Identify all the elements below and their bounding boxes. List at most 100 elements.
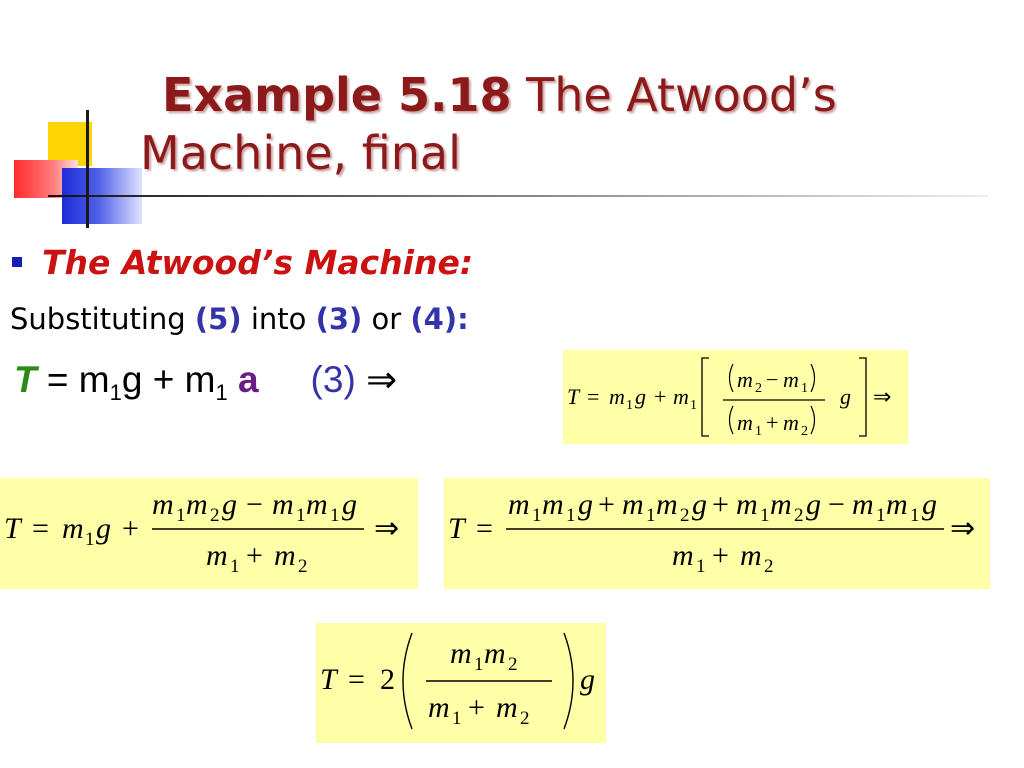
svg-text:m: m xyxy=(737,367,753,392)
t-variable: T xyxy=(14,359,37,400)
svg-text:g: g xyxy=(635,384,646,409)
svg-text:2: 2 xyxy=(801,424,808,439)
svg-text:1: 1 xyxy=(626,398,633,413)
svg-text:m: m xyxy=(274,539,296,572)
title-subject: The Atwood’s Machine, final xyxy=(140,68,837,180)
svg-text:+: + xyxy=(654,384,666,409)
svg-text:+: + xyxy=(122,512,139,545)
svg-text:1: 1 xyxy=(452,708,462,729)
svg-text:⇒: ⇒ xyxy=(873,384,891,409)
svg-text:m: m xyxy=(186,488,208,521)
svg-text:−: − xyxy=(828,488,845,521)
svg-text:−: − xyxy=(246,488,263,521)
svg-text:1: 1 xyxy=(876,505,886,526)
subst-text-1: Substituting xyxy=(10,302,186,336)
svg-text:T: T xyxy=(4,512,23,545)
svg-text:g: g xyxy=(580,663,595,696)
svg-text:m: m xyxy=(496,691,518,724)
svg-text:m: m xyxy=(272,488,294,521)
a-variable: a xyxy=(237,359,259,400)
svg-text:2: 2 xyxy=(210,505,220,526)
svg-text:2: 2 xyxy=(298,556,308,577)
slide-title: Example 5.18 The Atwood’s Machine, final xyxy=(140,66,1000,182)
svg-text:T: T xyxy=(567,384,581,409)
svg-text:=: = xyxy=(32,512,49,545)
svg-text:+: + xyxy=(712,488,729,521)
svg-text:m: m xyxy=(783,410,799,435)
svg-text:m: m xyxy=(672,539,694,572)
svg-text:2: 2 xyxy=(508,654,518,675)
svg-text:1: 1 xyxy=(296,505,306,526)
subst-text-3: or xyxy=(371,302,402,336)
svg-text:m: m xyxy=(62,512,84,545)
svg-text:m: m xyxy=(508,488,530,521)
t-eq-m: = m xyxy=(36,359,110,400)
svg-text:2: 2 xyxy=(794,505,804,526)
svg-text:g: g xyxy=(840,384,851,409)
svg-text:m: m xyxy=(886,488,908,521)
svg-text:2: 2 xyxy=(380,663,395,696)
substitution-line: Substituting (5) into (3) or (4): xyxy=(10,302,469,336)
svg-text:1: 1 xyxy=(760,505,770,526)
svg-text:m: m xyxy=(656,488,678,521)
svg-text:m: m xyxy=(206,539,228,572)
implies-arrow-icon: ⇒ xyxy=(366,359,398,400)
subst-ref-4: (4): xyxy=(410,302,469,336)
svg-text:m: m xyxy=(428,691,450,724)
svg-text:g: g xyxy=(342,488,357,521)
svg-text:1: 1 xyxy=(176,505,186,526)
svg-text:m: m xyxy=(622,488,644,521)
svg-text:2: 2 xyxy=(520,708,530,729)
svg-text:m: m xyxy=(736,488,758,521)
svg-text:1: 1 xyxy=(532,505,542,526)
svg-text:m: m xyxy=(770,488,792,521)
svg-text:m: m xyxy=(484,637,506,670)
svg-text:g: g xyxy=(692,488,707,521)
svg-text:m: m xyxy=(783,367,799,392)
svg-text:m: m xyxy=(737,410,753,435)
svg-text:m: m xyxy=(450,637,472,670)
svg-text:2: 2 xyxy=(680,505,690,526)
svg-text:T: T xyxy=(320,663,339,696)
svg-text:1: 1 xyxy=(801,381,808,396)
svg-text:m: m xyxy=(852,488,874,521)
t-sub-2: 1 xyxy=(215,380,228,405)
svg-text:g: g xyxy=(222,488,237,521)
svg-text:+: + xyxy=(766,410,778,435)
svg-text:1: 1 xyxy=(474,654,484,675)
svg-text:=: = xyxy=(587,384,599,409)
svg-text:1: 1 xyxy=(330,505,340,526)
svg-text:m: m xyxy=(673,384,689,409)
svg-text:2: 2 xyxy=(764,556,774,577)
svg-text:g: g xyxy=(922,488,937,521)
svg-text:1: 1 xyxy=(566,505,576,526)
svg-text:g: g xyxy=(578,488,593,521)
svg-text:⇒: ⇒ xyxy=(374,512,399,545)
bullet-square-icon xyxy=(12,257,22,267)
svg-text:+: + xyxy=(712,539,729,572)
svg-text:m: m xyxy=(152,488,174,521)
svg-text:g: g xyxy=(96,512,111,545)
subst-ref-3: (3) xyxy=(315,302,363,336)
svg-text:+: + xyxy=(598,488,615,521)
svg-text:1: 1 xyxy=(755,424,762,439)
svg-text:⇒: ⇒ xyxy=(950,512,975,545)
title-underline xyxy=(48,195,988,197)
svg-text:+: + xyxy=(468,691,485,724)
bullet-item: The Atwood’s Machine: xyxy=(12,240,473,284)
svg-text:1: 1 xyxy=(230,556,240,577)
svg-text:=: = xyxy=(476,512,493,545)
svg-text:2: 2 xyxy=(755,381,762,396)
decor-yellow-square xyxy=(48,122,92,166)
svg-text:+: + xyxy=(246,539,263,572)
svg-text:1: 1 xyxy=(690,398,697,413)
decor-vertical-line xyxy=(86,110,89,228)
svg-text:m: m xyxy=(609,384,625,409)
svg-text:m: m xyxy=(740,539,762,572)
svg-text:−: − xyxy=(766,367,778,392)
